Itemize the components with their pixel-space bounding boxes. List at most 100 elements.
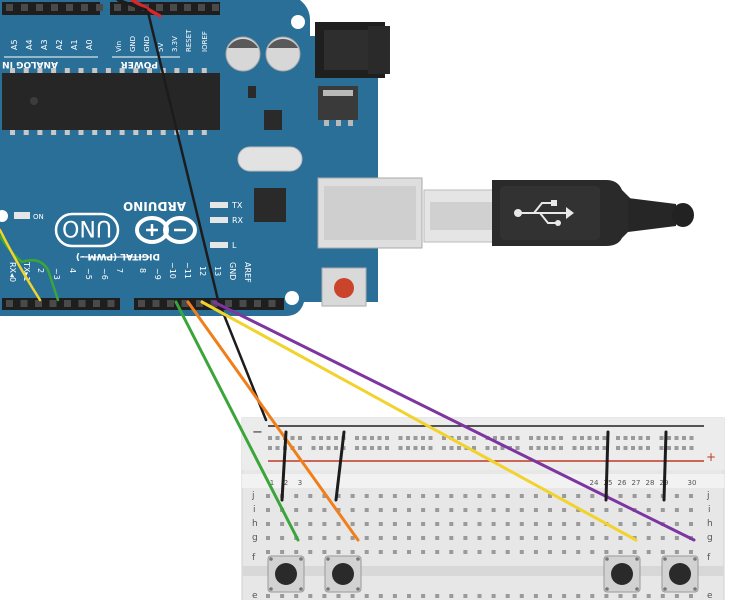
col-number-26: 26 bbox=[618, 479, 627, 487]
terminal-hole bbox=[350, 494, 355, 498]
rail-hole bbox=[631, 436, 635, 440]
jumper-black-col24[interactable] bbox=[604, 430, 610, 502]
digital-header-left bbox=[2, 298, 120, 310]
terminal-hole bbox=[562, 536, 567, 540]
jumper-black-col2[interactable] bbox=[280, 430, 288, 502]
rail-hole bbox=[515, 446, 520, 450]
arduino-infinity-logo bbox=[135, 216, 197, 244]
chip-pin bbox=[105, 68, 111, 73]
push-button-3[interactable] bbox=[603, 555, 641, 593]
terminal-hole bbox=[336, 536, 341, 540]
terminal-hole bbox=[491, 550, 496, 554]
chip-pin bbox=[133, 68, 139, 73]
pin-label-6: ~6 bbox=[100, 268, 109, 280]
power-pin-3v3: 3.3V bbox=[171, 36, 179, 52]
rail-hole bbox=[319, 436, 323, 440]
rail-hole bbox=[493, 446, 497, 450]
terminal-hole bbox=[308, 508, 313, 512]
terminal-hole bbox=[266, 536, 270, 540]
terminal-hole bbox=[463, 550, 468, 554]
mounting-hole-bottom bbox=[285, 291, 299, 305]
jumper-black-col3[interactable] bbox=[334, 430, 346, 502]
push-button-4[interactable] bbox=[661, 555, 699, 593]
column-number-strip bbox=[242, 474, 724, 488]
terminal-hole bbox=[519, 594, 524, 598]
wire-yellow-left[interactable] bbox=[0, 228, 42, 302]
terminal-hole bbox=[562, 550, 567, 554]
terminal-hole bbox=[632, 594, 637, 598]
header-hole bbox=[64, 300, 71, 307]
terminal-hole bbox=[449, 594, 454, 598]
push-button-1[interactable] bbox=[267, 555, 305, 593]
row-letter-h-right: h bbox=[707, 519, 713, 529]
chip-pin bbox=[10, 130, 15, 135]
wire-red-5v[interactable] bbox=[130, 0, 162, 18]
wire-black-top[interactable] bbox=[116, 0, 148, 12]
chip-pin bbox=[119, 68, 125, 73]
chip-pin bbox=[10, 68, 15, 73]
terminal-hole bbox=[463, 594, 468, 598]
pin-label-rx0: RX◂0 bbox=[8, 262, 17, 282]
terminal-hole bbox=[350, 550, 355, 554]
terminal-hole bbox=[632, 522, 637, 526]
rail-hole bbox=[682, 446, 686, 450]
chip-pin bbox=[201, 130, 207, 135]
terminal-hole bbox=[463, 508, 468, 512]
rail-hole bbox=[572, 436, 577, 440]
terminal-hole bbox=[491, 594, 496, 598]
terminal-hole bbox=[674, 494, 679, 498]
pin-label-13: 13 bbox=[213, 266, 222, 276]
rail-hole bbox=[616, 446, 620, 450]
terminal-hole bbox=[280, 536, 285, 540]
jumper-black-col29[interactable] bbox=[662, 430, 668, 502]
terminal-hole bbox=[449, 550, 454, 554]
terminal-hole bbox=[646, 594, 651, 598]
rail-hole bbox=[595, 446, 599, 450]
rail-hole bbox=[587, 446, 592, 450]
pin-label-8: 8 bbox=[138, 268, 147, 273]
wire-black-gnd[interactable] bbox=[146, 10, 268, 422]
wire-green-pin10[interactable] bbox=[174, 300, 300, 542]
rail-hole bbox=[290, 436, 295, 440]
rail-hole bbox=[667, 446, 671, 450]
terminal-hole bbox=[350, 508, 355, 512]
wire-purple-pin13[interactable] bbox=[212, 300, 696, 542]
wire-orange-pin11[interactable] bbox=[186, 300, 360, 542]
terminal-hole bbox=[392, 550, 397, 554]
header-hole bbox=[156, 4, 163, 11]
reset-button[interactable] bbox=[321, 267, 367, 307]
rail-hole bbox=[623, 446, 628, 450]
rail-hole bbox=[602, 446, 607, 450]
header-holes bbox=[6, 4, 276, 307]
terminal-hole bbox=[491, 522, 496, 526]
terminal-hole bbox=[576, 594, 581, 598]
rail-hole bbox=[362, 446, 367, 450]
wire-yellow-pin12[interactable] bbox=[200, 300, 638, 542]
col-number-28: 28 bbox=[646, 479, 655, 487]
rail-hole bbox=[449, 446, 454, 450]
mounting-hole-top bbox=[291, 15, 305, 29]
rail-plus-label: + bbox=[706, 450, 716, 464]
usb-cable bbox=[423, 180, 694, 246]
rail-hole bbox=[421, 446, 425, 450]
wire-green-left[interactable] bbox=[0, 234, 60, 302]
rail-hole bbox=[311, 436, 316, 440]
terminal-hole bbox=[294, 594, 299, 598]
header-hole bbox=[36, 4, 43, 11]
row-letter-e-right: e bbox=[707, 591, 713, 600]
terminal-hole bbox=[364, 550, 369, 554]
rail-hole bbox=[275, 436, 280, 440]
push-button-2[interactable] bbox=[324, 555, 362, 593]
digital-pin-labels-right: 8 ~9 ~10 ~11 12 13 GND AREF bbox=[138, 262, 252, 283]
rail-hole bbox=[544, 446, 548, 450]
rail-hole bbox=[326, 436, 331, 440]
microcontroller-chip bbox=[2, 68, 220, 135]
terminal-hole bbox=[477, 550, 482, 554]
analog-pin-a5: A5 bbox=[10, 39, 19, 50]
rail-hole bbox=[689, 446, 694, 450]
header-hole bbox=[6, 300, 13, 307]
terminal-hole bbox=[308, 550, 313, 554]
chip-pin bbox=[51, 130, 57, 135]
terminal-hole bbox=[449, 508, 454, 512]
terminal-hole bbox=[435, 508, 440, 512]
